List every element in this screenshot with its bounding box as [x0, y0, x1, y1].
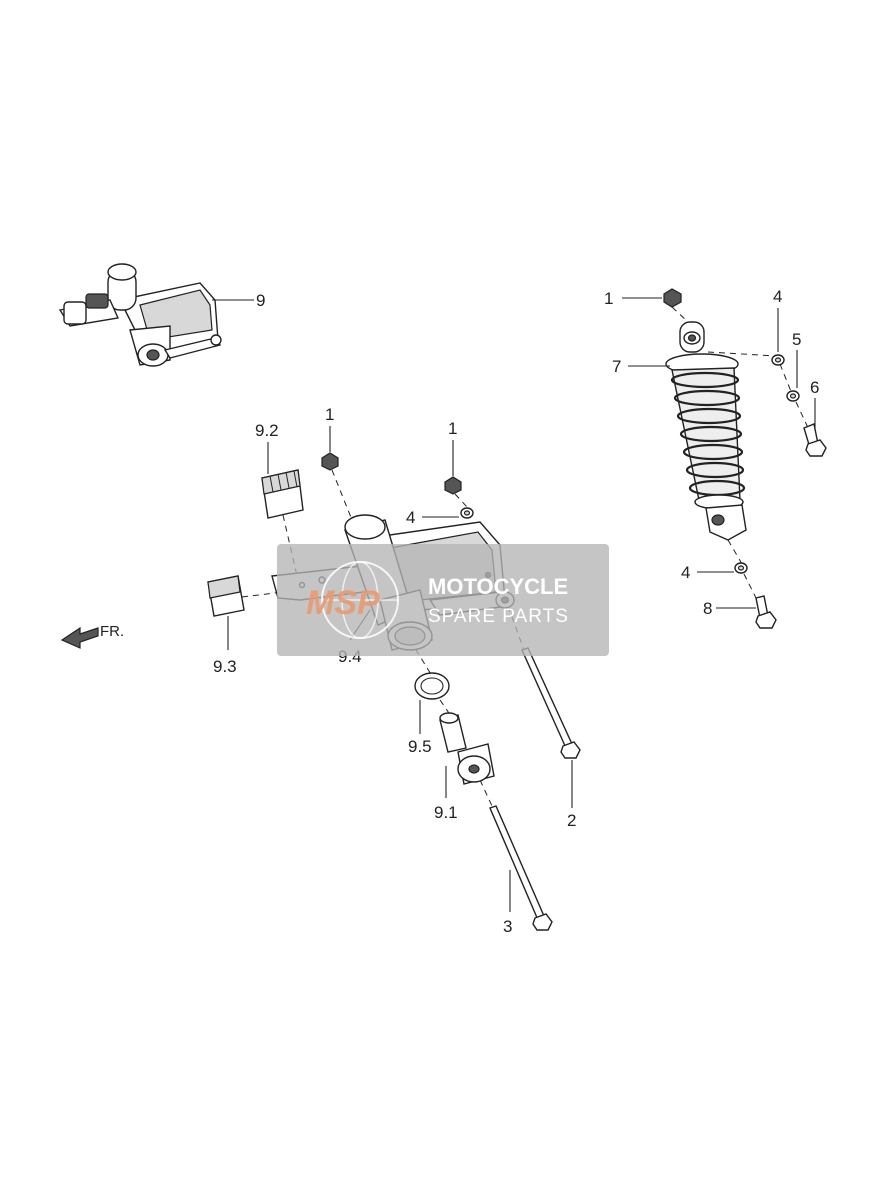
- label-part-4-center: 4: [406, 508, 415, 527]
- label-part-9: 9: [256, 291, 265, 310]
- label-part-6: 6: [810, 378, 819, 397]
- label-part-9-5: 9.5: [408, 737, 432, 756]
- label-part-8: 8: [703, 599, 712, 618]
- label-part-1-center-right: 1: [448, 419, 457, 438]
- label-part-3: 3: [503, 917, 512, 936]
- watermark-line-2: SPARE PARTS: [428, 606, 569, 627]
- label-part-4-bottom-right: 4: [681, 563, 690, 582]
- shock-absorber: [622, 288, 827, 629]
- label-part-4-top-right: 4: [773, 287, 782, 306]
- label-part-7: 7: [612, 357, 621, 376]
- label-part-1-center-left: 1: [325, 405, 334, 424]
- watermark-line-1: MOTOCYCLE: [428, 574, 568, 599]
- swing-arm-assembly-small: [58, 263, 254, 367]
- watermark-logo: MSP: [306, 584, 380, 622]
- label-part-2: 2: [567, 811, 576, 830]
- label-front-direction: FR.: [100, 623, 124, 640]
- label-part-9-3: 9.3: [213, 657, 237, 676]
- front-direction-arrow-icon: [60, 626, 99, 649]
- label-part-9-1: 9.1: [434, 803, 458, 822]
- watermark: MSP MOTOCYCLE SPARE PARTS: [277, 544, 609, 656]
- label-part-5: 5: [792, 330, 801, 349]
- label-part-1-top-right: 1: [604, 289, 613, 308]
- label-part-9-2: 9.2: [255, 421, 279, 440]
- swing-arm-exploded: [60, 426, 581, 931]
